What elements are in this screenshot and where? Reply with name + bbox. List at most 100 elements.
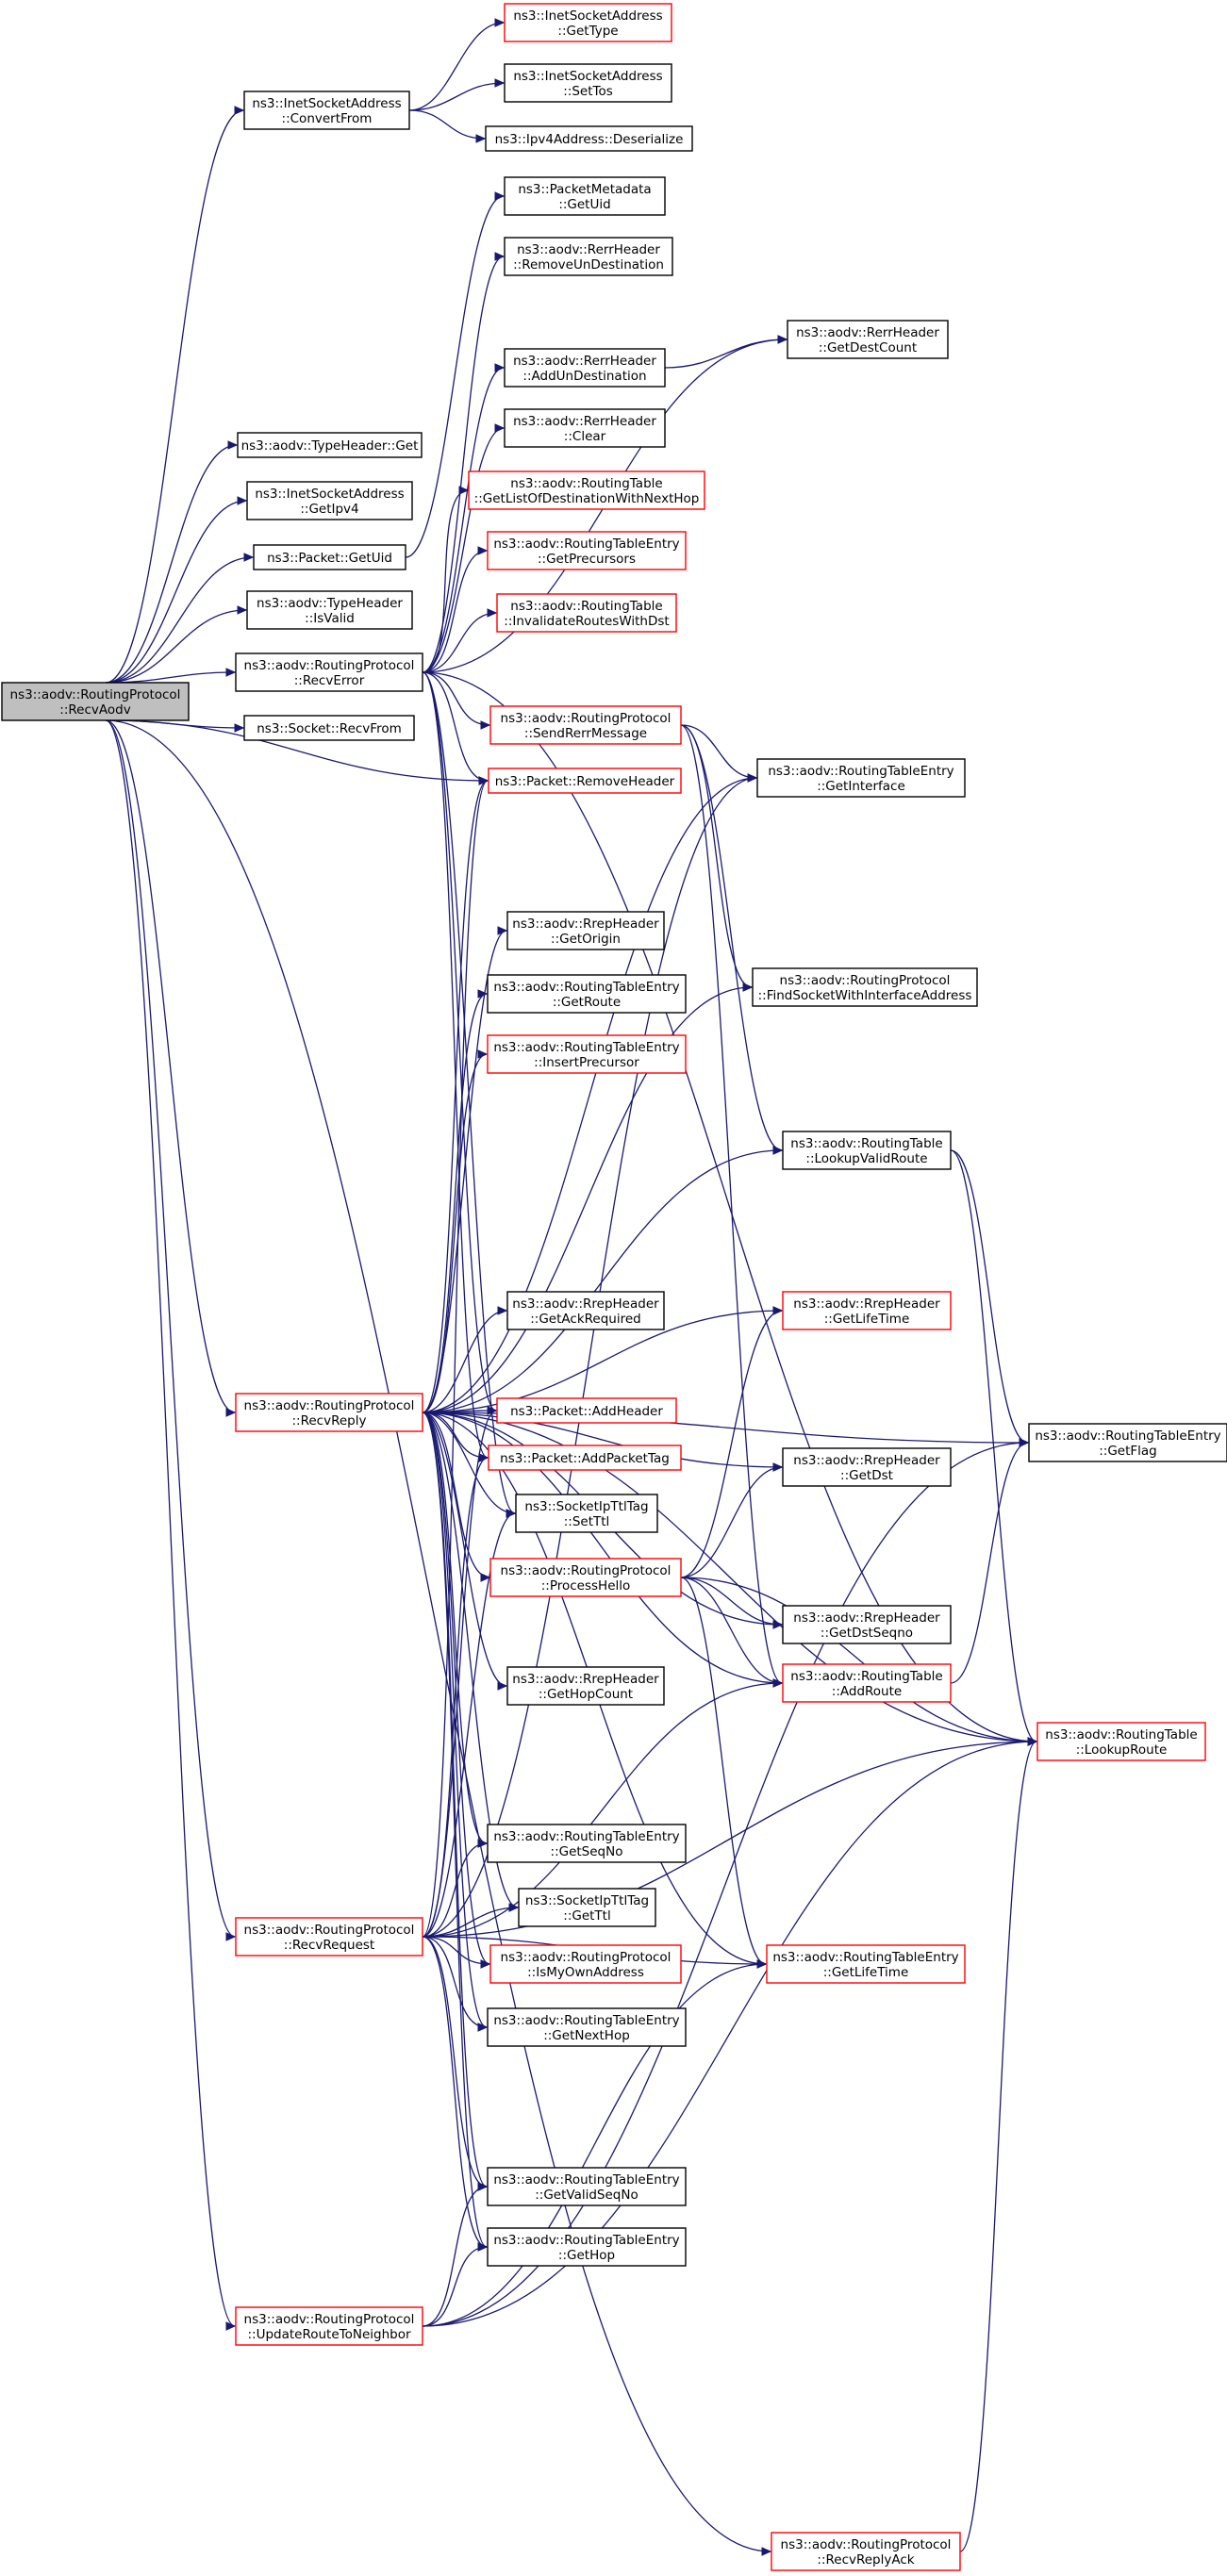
- node-updateroute[interactable]: ns3::aodv::RoutingProtocol::UpdateRouteT…: [235, 2306, 423, 2346]
- node-convertfrom[interactable]: ns3::InetSocketAddress::ConvertFrom: [243, 91, 410, 130]
- node-box-recverror[interactable]: [235, 652, 423, 692]
- node-box-recvrequest[interactable]: [235, 1917, 423, 1957]
- node-box-rrep_getdst[interactable]: [782, 1447, 952, 1487]
- node-rrep_getdstseqno[interactable]: ns3::aodv::RrepHeader::GetDstSeqno: [782, 1605, 952, 1644]
- node-recvaodv[interactable]: ns3::aodv::RoutingProtocol::RecvAodv: [1, 682, 190, 721]
- node-packet_addpackettag[interactable]: ns3::Packet::AddPacketTag: [488, 1445, 682, 1471]
- node-rrep_getorigin[interactable]: ns3::aodv::RrepHeader::GetOrigin: [506, 911, 665, 950]
- node-rte_getprecursors[interactable]: ns3::aodv::RoutingTableEntry::GetPrecurs…: [487, 531, 687, 570]
- node-box-rerr_removeun[interactable]: [504, 237, 673, 276]
- node-box-inet_getipv4[interactable]: [246, 481, 413, 520]
- node-box-typeheader_get[interactable]: [237, 432, 423, 458]
- node-rte_getflag[interactable]: ns3::aodv::RoutingTableEntry::GetFlag: [1028, 1423, 1227, 1462]
- node-box-rerr_addun[interactable]: [504, 348, 666, 388]
- node-rte_getvalidseqno[interactable]: ns3::aodv::RoutingTableEntry::GetValidSe…: [487, 2167, 687, 2206]
- node-box-recvreplyack[interactable]: [771, 2532, 961, 2571]
- node-rt_addroute[interactable]: ns3::aodv::RoutingTable::AddRoute: [782, 1663, 952, 1703]
- node-box-pm_getuid[interactable]: [504, 176, 666, 216]
- node-box-rrep_getackrequired[interactable]: [506, 1291, 665, 1330]
- node-rte_getlifetime[interactable]: ns3::aodv::RoutingTableEntry::GetLifeTim…: [766, 1944, 966, 1984]
- node-rte_getinterface[interactable]: ns3::aodv::RoutingTableEntry::GetInterfa…: [756, 758, 966, 798]
- node-box-rte_getflag[interactable]: [1028, 1423, 1227, 1462]
- node-ismyownaddress[interactable]: ns3::aodv::RoutingProtocol::IsMyOwnAddre…: [489, 1944, 682, 1984]
- node-box-rt_addroute[interactable]: [782, 1663, 952, 1703]
- node-rte_getroute[interactable]: ns3::aodv::RoutingTableEntry::GetRoute: [487, 974, 687, 1014]
- node-box-rte_getinterface[interactable]: [756, 758, 966, 798]
- node-box-rt_lookuproute[interactable]: [1036, 1722, 1206, 1761]
- node-box-packet_addheader[interactable]: [496, 1397, 677, 1424]
- node-box-rt_invalidate[interactable]: [496, 593, 677, 633]
- node-box-rt_getlistdest[interactable]: [468, 471, 705, 510]
- node-sendrerrmsg[interactable]: ns3::aodv::RoutingProtocol::SendRerrMess…: [489, 705, 682, 745]
- node-rt_invalidate[interactable]: ns3::aodv::RoutingTable::InvalidateRoute…: [496, 593, 677, 633]
- node-box-rte_getroute[interactable]: [487, 974, 687, 1014]
- node-box-rte_getvalidseqno[interactable]: [487, 2167, 687, 2206]
- node-inet_gettype[interactable]: ns3::InetSocketAddress::GetType: [504, 3, 672, 42]
- node-box-rte_gethop[interactable]: [487, 2227, 687, 2267]
- node-findsocket[interactable]: ns3::aodv::RoutingProtocol::FindSocketWi…: [752, 967, 978, 1007]
- node-processhello[interactable]: ns3::aodv::RoutingProtocol::ProcessHello: [489, 1558, 682, 1597]
- node-box-rrep_gethopcount[interactable]: [506, 1666, 665, 1706]
- node-typeheader_isvalid[interactable]: ns3::aodv::TypeHeader::IsValid: [246, 590, 413, 630]
- node-box-updateroute[interactable]: [235, 2306, 423, 2346]
- node-box-rte_insertprecursor[interactable]: [487, 1034, 687, 1074]
- node-box-ismyownaddress[interactable]: [489, 1944, 682, 1984]
- node-rt_lookuproute[interactable]: ns3::aodv::RoutingTable::LookupRoute: [1036, 1722, 1206, 1761]
- node-box-processhello[interactable]: [489, 1558, 682, 1597]
- node-typeheader_get[interactable]: ns3::aodv::TypeHeader::Get: [237, 432, 423, 458]
- node-recvreply[interactable]: ns3::aodv::RoutingProtocol::RecvReply: [235, 1393, 423, 1432]
- node-box-packet_addpackettag[interactable]: [488, 1445, 682, 1471]
- node-inet_settos[interactable]: ns3::InetSocketAddress::SetTos: [504, 63, 672, 103]
- node-box-socketipttl_setttl[interactable]: [515, 1494, 658, 1533]
- node-box-rte_getseqno[interactable]: [487, 1824, 687, 1863]
- node-rrep_getdst[interactable]: ns3::aodv::RrepHeader::GetDst: [782, 1447, 952, 1487]
- node-box-typeheader_isvalid[interactable]: [246, 590, 413, 630]
- node-rrep_getackrequired[interactable]: ns3::aodv::RrepHeader::GetAckRequired: [506, 1291, 665, 1330]
- node-packet_removeheader[interactable]: ns3::Packet::RemoveHeader: [488, 768, 682, 794]
- node-recvrequest[interactable]: ns3::aodv::RoutingProtocol::RecvRequest: [235, 1917, 423, 1957]
- node-box-rte_getlifetime[interactable]: [766, 1944, 966, 1984]
- node-box-packet_getuid[interactable]: [253, 544, 406, 570]
- node-box-ipv4_deser[interactable]: [485, 125, 693, 152]
- node-recverror[interactable]: ns3::aodv::RoutingProtocol::RecvError: [235, 652, 423, 692]
- node-box-rt_lookupvalid[interactable]: [782, 1131, 952, 1170]
- node-packet_addheader[interactable]: ns3::Packet::AddHeader: [496, 1397, 677, 1424]
- node-box-rte_getnexthop[interactable]: [487, 2007, 687, 2047]
- node-recvreplyack[interactable]: ns3::aodv::RoutingProtocol::RecvReplyAck: [771, 2532, 961, 2571]
- node-pm_getuid[interactable]: ns3::PacketMetadata::GetUid: [504, 176, 666, 216]
- node-box-rerr_clear[interactable]: [504, 408, 666, 448]
- node-box-sendrerrmsg[interactable]: [489, 705, 682, 745]
- node-rte_insertprecursor[interactable]: ns3::aodv::RoutingTableEntry::InsertPrec…: [487, 1034, 687, 1074]
- node-box-rte_getprecursors[interactable]: [487, 531, 687, 570]
- node-socketipttl_setttl[interactable]: ns3::SocketIpTtlTag::SetTtl: [515, 1494, 658, 1533]
- node-box-rerr_getdestcount[interactable]: [787, 320, 949, 359]
- node-rerr_clear[interactable]: ns3::aodv::RerrHeader::Clear: [504, 408, 666, 448]
- node-box-recvreply[interactable]: [235, 1393, 423, 1432]
- node-inet_getipv4[interactable]: ns3::InetSocketAddress::GetIpv4: [246, 481, 413, 520]
- node-rt_lookupvalid[interactable]: ns3::aodv::RoutingTable::LookupValidRout…: [782, 1131, 952, 1170]
- node-box-inet_gettype[interactable]: [504, 3, 672, 42]
- node-box-socketipttl_getttl[interactable]: [518, 1888, 656, 1927]
- node-rte_getseqno[interactable]: ns3::aodv::RoutingTableEntry::GetSeqNo: [487, 1824, 687, 1863]
- node-box-convertfrom[interactable]: [243, 91, 410, 130]
- node-rerr_getdestcount[interactable]: ns3::aodv::RerrHeader::GetDestCount: [787, 320, 949, 359]
- node-socketipttl_getttl[interactable]: ns3::SocketIpTtlTag::GetTtl: [518, 1888, 656, 1927]
- node-box-inet_settos[interactable]: [504, 63, 672, 103]
- node-rrep_getlifetime[interactable]: ns3::aodv::RrepHeader::GetLifeTime: [782, 1291, 952, 1330]
- node-box-rrep_getlifetime[interactable]: [782, 1291, 952, 1330]
- node-socket_recvfrom[interactable]: ns3::Socket::RecvFrom: [243, 715, 415, 741]
- node-rrep_gethopcount[interactable]: ns3::aodv::RrepHeader::GetHopCount: [506, 1666, 665, 1706]
- node-packet_getuid[interactable]: ns3::Packet::GetUid: [253, 544, 406, 570]
- node-box-recvaodv[interactable]: [1, 682, 190, 721]
- node-rte_gethop[interactable]: ns3::aodv::RoutingTableEntry::GetHop: [487, 2227, 687, 2267]
- node-box-findsocket[interactable]: [752, 967, 978, 1007]
- node-box-packet_removeheader[interactable]: [488, 768, 682, 794]
- node-rerr_removeun[interactable]: ns3::aodv::RerrHeader::RemoveUnDestinati…: [504, 237, 673, 276]
- node-box-socket_recvfrom[interactable]: [243, 715, 415, 741]
- node-rte_getnexthop[interactable]: ns3::aodv::RoutingTableEntry::GetNextHop: [487, 2007, 687, 2047]
- node-rt_getlistdest[interactable]: ns3::aodv::RoutingTable::GetListOfDestin…: [468, 471, 705, 510]
- node-rerr_addun[interactable]: ns3::aodv::RerrHeader::AddUnDestination: [504, 348, 666, 388]
- node-box-rrep_getdstseqno[interactable]: [782, 1605, 952, 1644]
- node-box-rrep_getorigin[interactable]: [506, 911, 665, 950]
- node-ipv4_deser[interactable]: ns3::Ipv4Address::Deserialize: [485, 125, 693, 152]
